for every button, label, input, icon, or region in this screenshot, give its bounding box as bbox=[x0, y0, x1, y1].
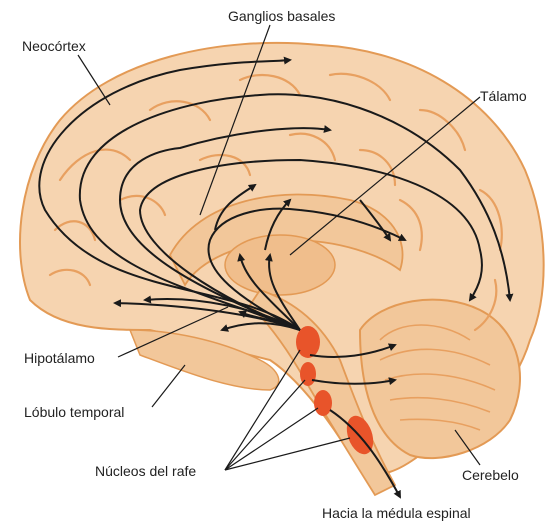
label-neocortex: Neocórtex bbox=[22, 38, 86, 54]
label-temporal-lobe: Lóbulo temporal bbox=[24, 404, 124, 420]
label-raphe-nuclei: Núcleos del rafe bbox=[95, 463, 196, 479]
label-spinal-cord: Hacia la médula espinal bbox=[322, 505, 471, 521]
label-cerebellum: Cerebelo bbox=[462, 467, 519, 483]
label-basal-ganglia: Ganglios basales bbox=[228, 8, 335, 24]
raphe-nucleus-3 bbox=[314, 390, 332, 416]
label-thalamus: Tálamo bbox=[480, 88, 527, 104]
label-hypothalamus: Hipotálamo bbox=[24, 350, 95, 366]
